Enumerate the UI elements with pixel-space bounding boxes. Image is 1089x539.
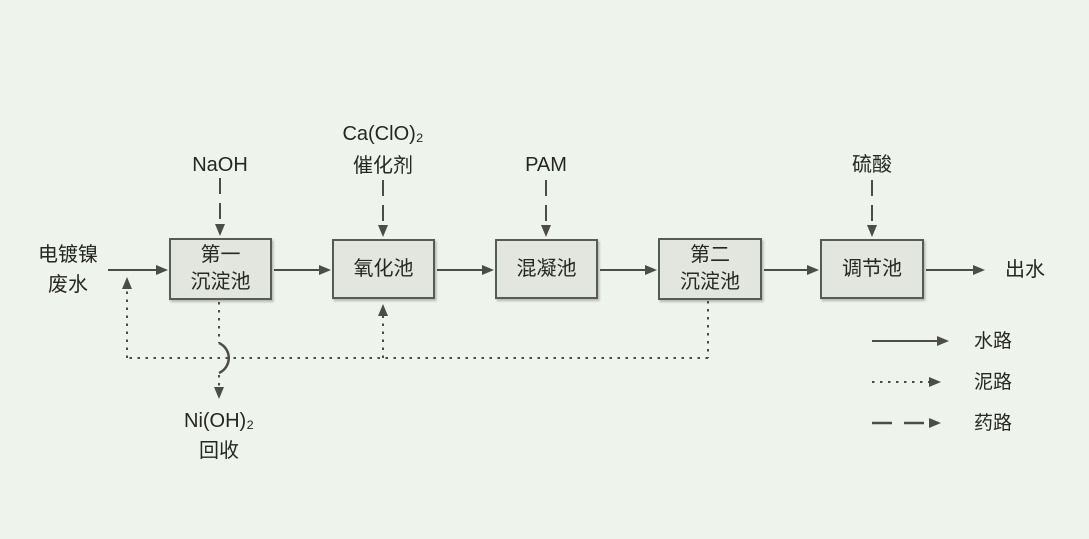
oxidation-tank-box: 氧化池 xyxy=(332,239,435,299)
legend-sludge-label: 泥路 xyxy=(973,372,1012,393)
pam-label: PAM xyxy=(525,154,567,176)
influent-label: 电镀镍 废水 xyxy=(38,244,98,296)
secondary-sedimentation-tank-box: 第二 沉淀池 xyxy=(658,238,762,300)
line-crossing-hop xyxy=(218,341,230,375)
nickel-hydroxide-recovery-label: Ni(OH)₂ 回收 xyxy=(184,410,254,462)
naoh-label: NaOH xyxy=(192,154,248,176)
calcium-hypochlorite-label: Ca(ClO)₂ 催化剂 xyxy=(342,123,424,177)
coagulation-tank-box: 混凝池 xyxy=(495,239,598,299)
effluent-label: 出水 xyxy=(1005,259,1045,281)
primary-sedimentation-tank-box: 第一 沉淀池 xyxy=(169,238,272,300)
legend-water-label: 水路 xyxy=(973,331,1012,352)
sulfuric-acid-label: 硫酸 xyxy=(852,154,892,176)
legend-chemical-label: 药路 xyxy=(973,413,1012,434)
regulating-tank-box: 调节池 xyxy=(820,239,924,299)
